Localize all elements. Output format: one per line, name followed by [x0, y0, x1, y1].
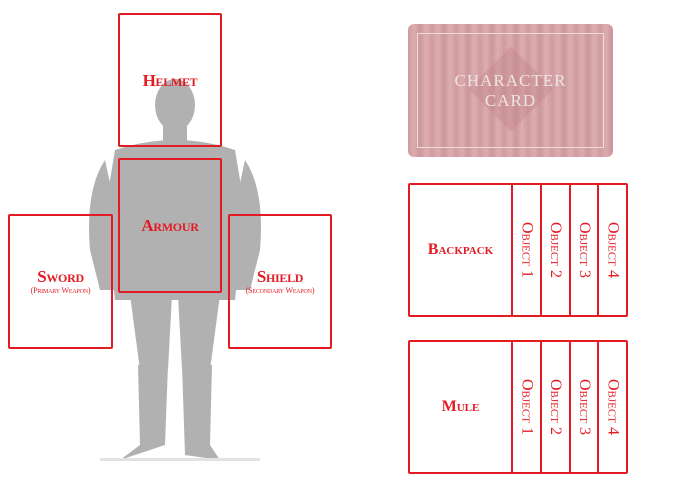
- sword-slot[interactable]: Sword (Primary Weapon): [8, 214, 113, 349]
- armour-slot[interactable]: Armour: [118, 158, 222, 293]
- mule-object-1-label: Object 1: [518, 379, 536, 435]
- shield-sublabel: (Secondary Weapon): [245, 286, 315, 295]
- backpack-object-3[interactable]: Object 3: [571, 185, 600, 315]
- mule-panel: Mule Object 1 Object 2 Object 3 Object 4: [408, 340, 628, 474]
- mule-object-2[interactable]: Object 2: [542, 342, 571, 472]
- sword-sublabel: (Primary Weapon): [30, 286, 91, 295]
- character-card-title-line1: CHARACTER: [454, 70, 567, 90]
- sword-label: Sword: [37, 267, 84, 286]
- helmet-slot[interactable]: Helmet: [118, 13, 222, 147]
- backpack-object-4-label: Object 4: [604, 222, 622, 278]
- character-card-frame: CHARACTER CARD: [417, 33, 604, 148]
- armour-label: Armour: [141, 216, 199, 235]
- mule-object-3[interactable]: Object 3: [571, 342, 600, 472]
- character-card-title-line2: CARD: [484, 90, 537, 110]
- shield-slot[interactable]: Shield (Secondary Weapon): [228, 214, 332, 349]
- backpack-object-2[interactable]: Object 2: [542, 185, 571, 315]
- mule-object-3-label: Object 3: [575, 379, 593, 435]
- backpack-object-1-label: Object 1: [518, 222, 536, 278]
- helmet-label: Helmet: [142, 70, 198, 90]
- mule-slot[interactable]: Mule: [410, 342, 513, 472]
- backpack-object-2-label: Object 2: [547, 222, 565, 278]
- character-card[interactable]: CHARACTER CARD: [408, 24, 613, 157]
- backpack-label: Backpack: [427, 241, 494, 258]
- mule-object-4[interactable]: Object 4: [599, 342, 626, 472]
- shield-label: Shield: [256, 267, 304, 286]
- mule-object-1[interactable]: Object 1: [513, 342, 542, 472]
- mule-label: Mule: [441, 398, 480, 415]
- backpack-object-3-label: Object 3: [575, 222, 593, 278]
- backpack-panel: Backpack Object 1 Object 2 Object 3 Obje…: [408, 183, 628, 317]
- mule-object-4-label: Object 4: [604, 379, 622, 435]
- backpack-object-4[interactable]: Object 4: [599, 185, 626, 315]
- mule-object-2-label: Object 2: [547, 379, 565, 435]
- backpack-slot[interactable]: Backpack: [410, 185, 513, 315]
- character-figure: [89, 79, 261, 461]
- backpack-object-1[interactable]: Object 1: [513, 185, 542, 315]
